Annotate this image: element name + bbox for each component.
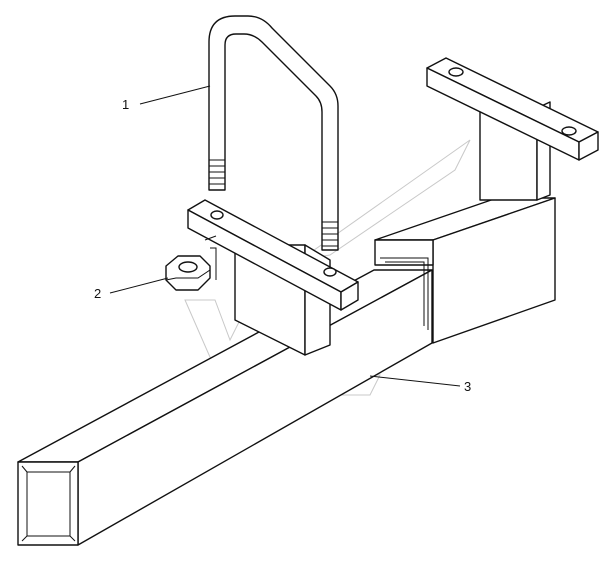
callout-label-2: 2 — [94, 286, 101, 301]
callout-3: 3 — [369, 375, 471, 394]
clamp-plate — [187, 199, 359, 311]
hex-nut — [165, 235, 217, 291]
sleeve-tube — [374, 197, 556, 344]
top-plate — [426, 57, 599, 161]
callout-1: 1 — [122, 85, 211, 112]
callout-2: 2 — [94, 277, 169, 301]
callout-label-3: 3 — [464, 379, 471, 394]
callout-label-1: 1 — [122, 97, 129, 112]
u-bolt — [208, 15, 339, 251]
square-tube — [17, 269, 433, 546]
